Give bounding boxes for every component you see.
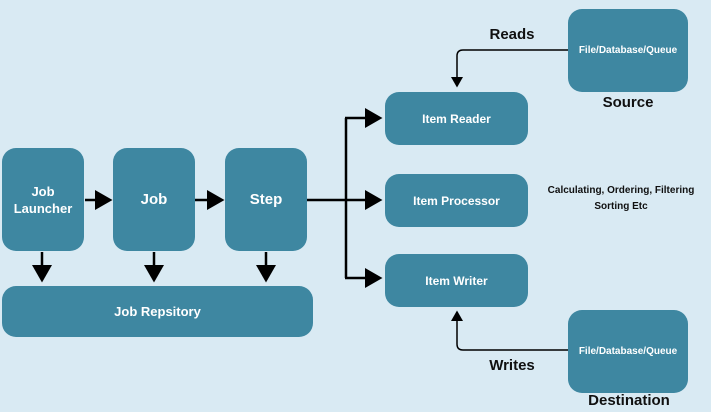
node-source-store: File/Database/Queue bbox=[568, 9, 688, 92]
node-destination-store-label: File/Database/Queue bbox=[578, 346, 678, 357]
node-job-repository-label: Job Repsitory bbox=[114, 304, 201, 319]
node-source-store-label: File/Database/Queue bbox=[578, 45, 678, 56]
node-job-launcher-label: Job Launcher bbox=[13, 183, 73, 216]
node-item-processor-label: Item Processor bbox=[413, 193, 500, 208]
edge-destination-to-item-writer bbox=[451, 310, 568, 351]
label-source: Source bbox=[602, 94, 654, 111]
node-item-reader: Item Reader bbox=[385, 92, 528, 145]
node-item-reader-label: Item Reader bbox=[422, 111, 491, 126]
node-step-label: Step bbox=[249, 191, 283, 208]
label-reads: Reads bbox=[489, 26, 535, 43]
node-job-launcher: Job Launcher bbox=[2, 148, 84, 251]
node-job-repository: Job Repsitory bbox=[2, 286, 313, 337]
node-destination-store: File/Database/Queue bbox=[568, 310, 688, 393]
node-item-writer: Item Writer bbox=[385, 254, 528, 307]
node-job-label: Job bbox=[140, 191, 168, 208]
label-writes: Writes bbox=[489, 357, 535, 374]
node-step: Step bbox=[225, 148, 307, 251]
label-processor-note-line2: Sorting Etc bbox=[594, 201, 648, 212]
node-item-writer-label: Item Writer bbox=[425, 273, 488, 288]
node-item-processor: Item Processor bbox=[385, 174, 528, 227]
edge-source-to-item-reader bbox=[451, 49, 568, 88]
node-job: Job bbox=[113, 148, 195, 251]
label-processor-note-line1: Calculating, Ordering, Filtering bbox=[547, 185, 695, 196]
label-destination: Destination bbox=[588, 392, 670, 409]
